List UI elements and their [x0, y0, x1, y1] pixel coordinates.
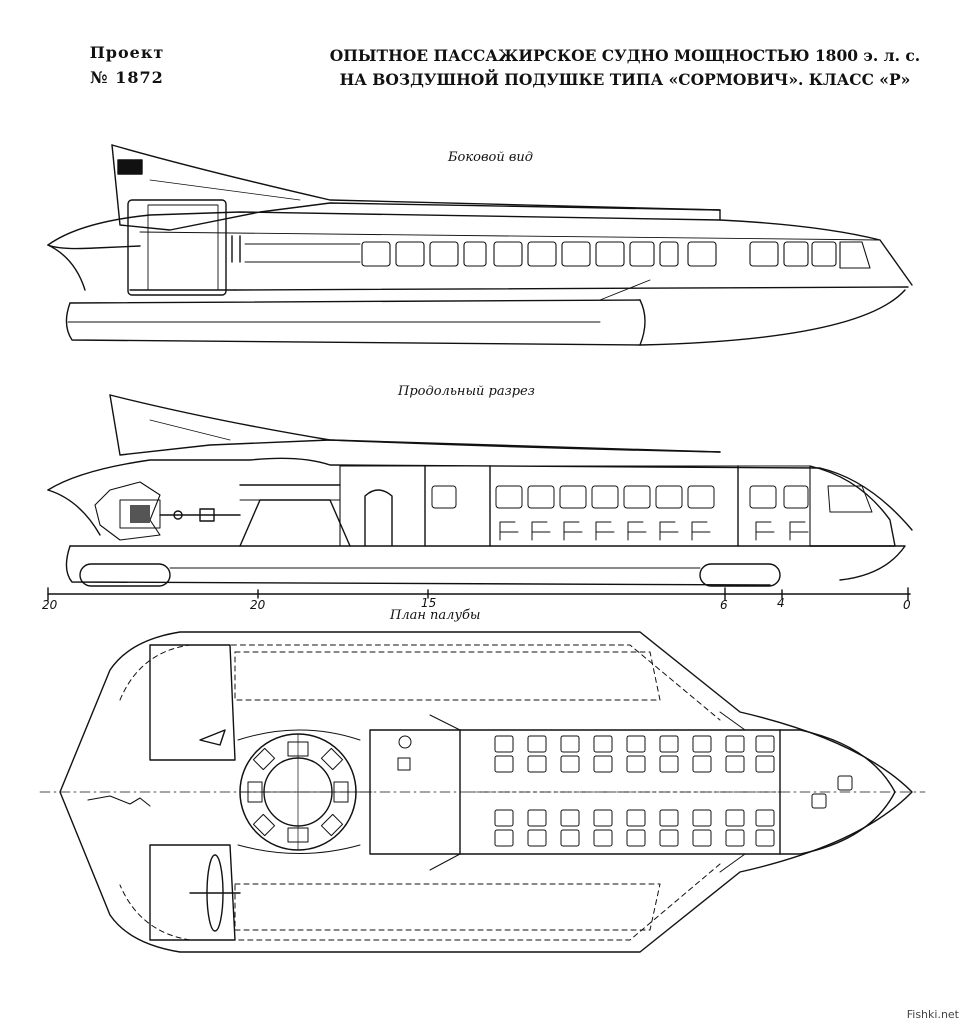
project-label: Проект — [89, 43, 165, 62]
scale-label-20: 20 — [250, 598, 266, 612]
scale-bar — [47, 587, 911, 601]
project-number: Проект № 1872 — [72, 40, 182, 90]
side-view — [47, 144, 913, 346]
section-view-label: Продольный разрез — [398, 384, 535, 399]
plan-view — [39, 631, 926, 953]
side-view-label: Боковой вид — [448, 150, 534, 165]
plan-view-label: План палубы — [390, 608, 481, 623]
side-windows — [361, 241, 871, 269]
scale-label-0: 0 — [903, 598, 911, 612]
scale-label-4: 4 — [777, 596, 785, 610]
scale-label-15: 15 — [421, 596, 437, 610]
flag-icon — [117, 159, 143, 175]
watermark: Fishki.net — [906, 1008, 959, 1021]
section-windows — [431, 485, 873, 513]
title-line-2: НА ВОЗДУШНОЙ ПОДУШКЕ ТИПА «СОРМОВИЧ». КЛ… — [339, 70, 911, 89]
project-id: № 1872 — [90, 68, 164, 87]
section-seats — [499, 521, 809, 541]
plan-seats — [494, 735, 775, 847]
title-line-1: ОПЫТНОЕ ПАССАЖИРСКОЕ СУДНО МОЩНОСТЬЮ 180… — [329, 46, 921, 65]
section-view — [47, 394, 913, 587]
scale-label-20-left: 20 — [42, 598, 58, 612]
drawing-title: ОПЫТНОЕ ПАССАЖИРСКОЕ СУДНО МОЩНОСТЬЮ 180… — [325, 44, 925, 92]
scale-label-6: 6 — [720, 598, 728, 612]
